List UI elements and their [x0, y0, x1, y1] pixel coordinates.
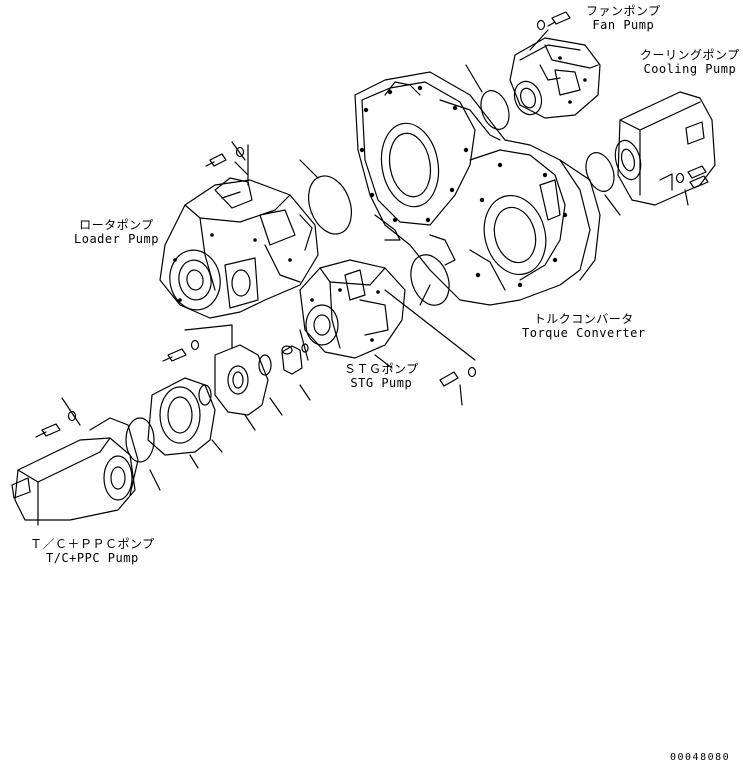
- o-ring-loader: [301, 170, 359, 240]
- fan-pump-label: ファンポンプ Fan Pump: [586, 4, 661, 32]
- coupling: [282, 346, 302, 374]
- o-ring-tc-ppc: [126, 418, 154, 462]
- spacer-plate: [215, 345, 268, 415]
- stg-pump-bolts: [440, 368, 476, 387]
- fan-pump-body: [510, 38, 600, 118]
- loader-pump-body: [160, 178, 318, 318]
- fan-pump-bolt: [538, 12, 571, 30]
- tc-ppc-pump-label-jp: Ｔ／Ｃ＋ＰＰＣポンプ: [30, 537, 155, 551]
- fan-pump-label-jp: ファンポンプ: [586, 4, 661, 18]
- o-ring-stg: [404, 249, 456, 310]
- torque-converter-label: トルクコンバータ Torque Converter: [522, 312, 646, 340]
- loader-pump-label-jp: ロータポンプ: [79, 218, 154, 232]
- loader-pump-label: ロータポンプ Loader Pump: [74, 218, 159, 246]
- loader-pump-bolt: [206, 148, 244, 167]
- adapter-plate: [148, 378, 215, 455]
- cooling-pump-bolts: [677, 166, 709, 188]
- o-ring-fan: [476, 87, 514, 133]
- o-ring-cooling: [581, 149, 619, 195]
- o-ring-small-1: [199, 385, 211, 405]
- torque-converter-label-jp: トルクコンバータ: [533, 312, 634, 326]
- loader-pump-label-en: Loader Pump: [74, 232, 159, 246]
- stg-pump-label-jp: ＳＴＧポンプ: [344, 362, 419, 376]
- torque-converter-housing: [355, 72, 600, 305]
- cooling-pump-body: [611, 92, 715, 205]
- leader-lines: [150, 65, 482, 490]
- cooling-pump-label: クーリングポンプ Cooling Pump: [640, 48, 740, 76]
- o-ring-stg-small: [302, 344, 308, 352]
- stg-pump-body: [300, 260, 405, 358]
- stg-pump-label: ＳＴＧポンプ STG Pump: [344, 362, 419, 390]
- tc-ppc-pump-bolt: [36, 412, 76, 438]
- cooling-pump-label-jp: クーリングポンプ: [640, 48, 740, 62]
- spacer-bolt: [163, 341, 199, 362]
- torque-converter-label-en: Torque Converter: [522, 326, 646, 340]
- tc-ppc-pump-label-en: T/C+PPC Pump: [45, 551, 139, 565]
- tc-ppc-pump-body: [12, 418, 138, 525]
- tc-ppc-pump-label: Ｔ／Ｃ＋ＰＰＣポンプ T/C+PPC Pump: [30, 537, 155, 565]
- cooling-pump-label-en: Cooling Pump: [643, 62, 737, 76]
- o-ring-small-2: [259, 355, 271, 375]
- fan-pump-label-en: Fan Pump: [592, 18, 655, 32]
- drawing-number: 00048080: [670, 752, 731, 763]
- stg-pump-label-en: STG Pump: [350, 376, 413, 390]
